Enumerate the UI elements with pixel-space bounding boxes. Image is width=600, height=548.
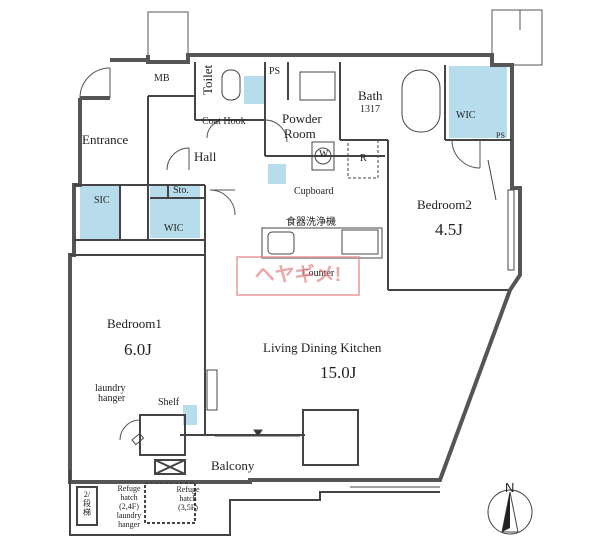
watermark-logo: ヘヤギメ! bbox=[236, 256, 360, 296]
bath-label: Bath bbox=[358, 88, 383, 103]
wic-right-label: WIC bbox=[456, 110, 476, 121]
ps-right-label: PS bbox=[496, 131, 505, 140]
powder-room-label-1: Powder bbox=[282, 111, 322, 126]
closet-shelf bbox=[487, 159, 497, 201]
wic-left-label: WIC bbox=[164, 223, 184, 234]
compass-north-label: N bbox=[505, 480, 515, 495]
ps-top-label: PS bbox=[269, 66, 281, 77]
sink bbox=[267, 231, 295, 255]
washer-box bbox=[311, 141, 335, 171]
bedroom2-size-label: 4.5J bbox=[435, 220, 463, 239]
bedroom1-size-label: 6.0J bbox=[124, 340, 152, 359]
entry-marker bbox=[253, 429, 263, 437]
laundry-hanger-label-2: hanger bbox=[98, 393, 126, 404]
bathtub bbox=[401, 69, 441, 133]
coat-hook-label: Coat Hook bbox=[202, 116, 246, 127]
compass-rose bbox=[487, 489, 533, 535]
counter-label: Counter bbox=[302, 268, 335, 279]
refuge-hatch-2-label: Refuge hatch (3,5F) bbox=[176, 485, 200, 512]
refuge-hatch-1-label: Refuge hatch (2,4F) laundry hanger bbox=[116, 484, 142, 529]
balcony-label: Balcony bbox=[211, 458, 255, 473]
washer-drum bbox=[314, 147, 332, 165]
entrance-label: Entrance bbox=[82, 132, 129, 147]
ldk-size-label: 15.0J bbox=[320, 363, 357, 382]
bath-size-label: 1317 bbox=[360, 104, 380, 115]
ladder-label: 2/ 段 梯 bbox=[83, 490, 91, 517]
bedroom1-label: Bedroom1 bbox=[107, 316, 162, 331]
powder-room-label-2: Room bbox=[284, 126, 316, 141]
door-swings bbox=[79, 67, 481, 441]
dishwasher-label: 食器洗浄機 bbox=[286, 217, 336, 228]
fridge-space bbox=[347, 139, 379, 179]
kitchen-counter bbox=[261, 227, 383, 259]
toilet-label: Toilet bbox=[200, 64, 215, 95]
laundry-hanger-label-1: laundry bbox=[95, 383, 126, 394]
fixtures bbox=[131, 69, 515, 488]
sto-label: Sto. bbox=[173, 185, 189, 196]
hall-label: Hall bbox=[194, 149, 217, 164]
wet-area-fills bbox=[80, 66, 507, 425]
toilet-fixture bbox=[221, 69, 241, 101]
bedroom2-label: Bedroom2 bbox=[417, 197, 472, 212]
fridge-label: R bbox=[360, 153, 367, 164]
balcony-outline bbox=[69, 409, 440, 536]
ldk-label: Living Dining Kitchen bbox=[263, 340, 382, 355]
sic-label: SIC bbox=[94, 195, 110, 206]
washer-label: W bbox=[319, 149, 329, 160]
stove bbox=[341, 229, 379, 255]
cupboard-label: Cupboard bbox=[294, 186, 334, 197]
shelf-label: Shelf bbox=[158, 397, 180, 408]
mb-label: MB bbox=[154, 73, 170, 84]
vanity bbox=[299, 71, 336, 101]
